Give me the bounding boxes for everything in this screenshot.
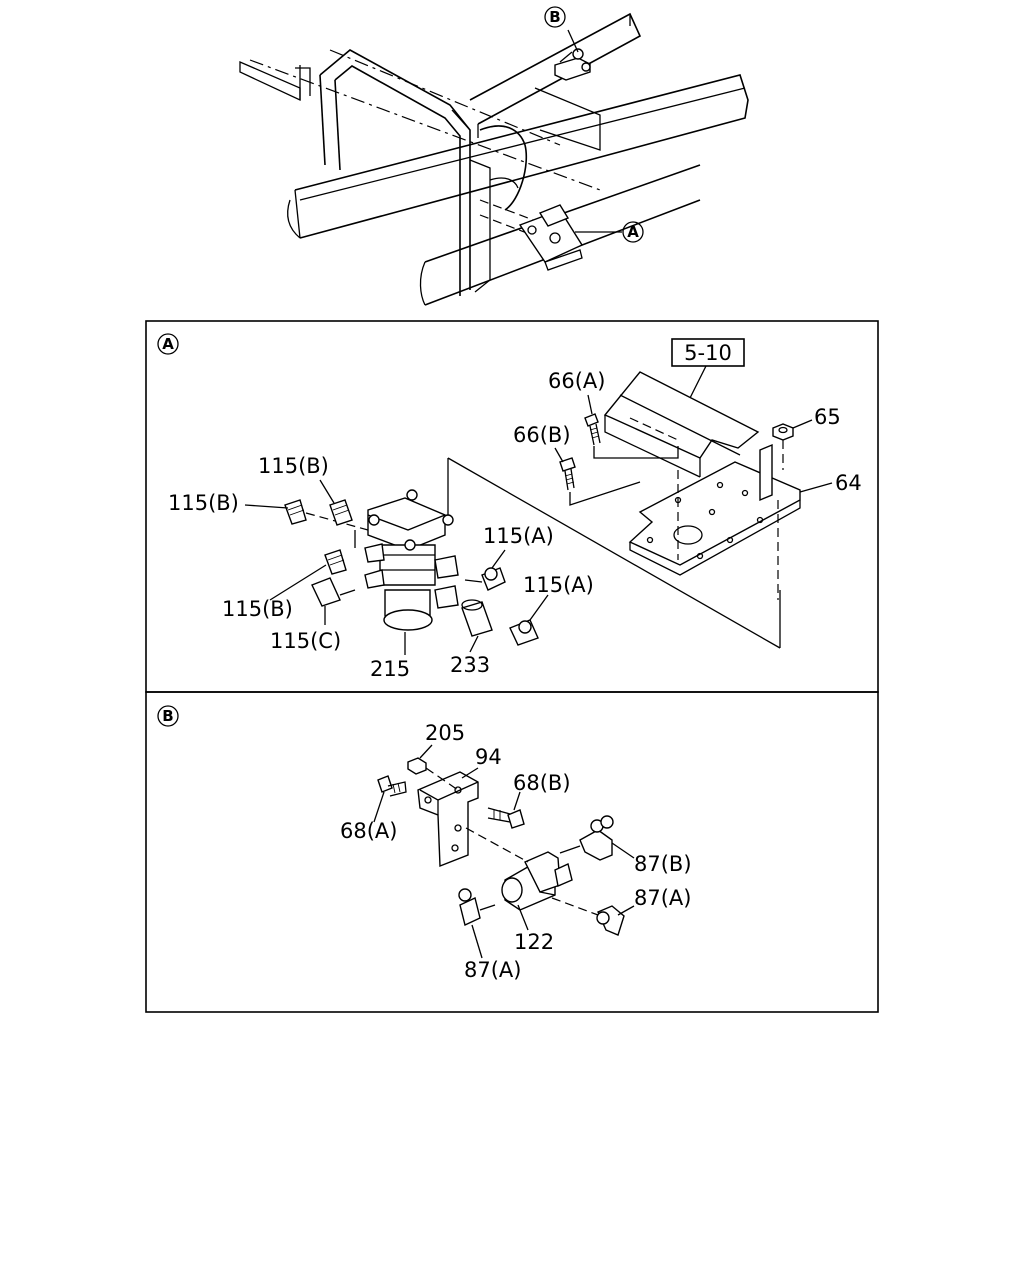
fitting-233-icon <box>461 599 493 637</box>
label-115b-lower: 115(B) <box>222 597 293 621</box>
fitting-115b-2-icon <box>329 499 353 526</box>
fitting-115b-3-icon <box>324 549 347 575</box>
svg-text:B: B <box>162 707 173 725</box>
fitting-87a-left-icon <box>458 888 496 926</box>
callout-a-top: A <box>622 221 644 243</box>
mounting-plate-64-icon <box>628 443 801 576</box>
label-215: 215 <box>370 657 410 681</box>
callout-a-panel: A <box>157 333 179 355</box>
valve-122-icon <box>501 851 573 911</box>
label-87a-left: 87(A) <box>464 958 521 982</box>
label-233: 233 <box>450 653 490 677</box>
label-65: 65 <box>814 405 841 429</box>
bolt-68a-icon <box>377 775 407 797</box>
bolt-66b-icon <box>559 457 576 491</box>
relay-valve-215-icon <box>364 489 459 631</box>
bolt-68b-icon <box>487 807 525 829</box>
label-87a-right: 87(A) <box>634 886 691 910</box>
label-87b: 87(B) <box>634 852 692 876</box>
valve-assembly-b-icon <box>554 48 591 81</box>
panel-b-frame <box>145 691 879 1013</box>
nut-65-icon <box>772 423 794 441</box>
reference-box-5-10: 5-10 <box>671 338 745 367</box>
label-115b-top: 115(B) <box>258 454 329 478</box>
label-66a: 66(A) <box>548 369 605 393</box>
fitting-87a-right-icon <box>596 905 625 936</box>
label-68a: 68(A) <box>340 819 397 843</box>
label-122: 122 <box>514 930 554 954</box>
fitting-115b-1-icon <box>284 499 307 525</box>
callout-b-panel: B <box>157 705 179 727</box>
fitting-115a-2-icon <box>509 619 539 646</box>
bracket-94-icon <box>417 771 479 868</box>
label-68b: 68(B) <box>513 771 571 795</box>
bracket-a-icon <box>518 204 584 271</box>
label-94: 94 <box>475 745 502 769</box>
channel-member-icon <box>603 371 760 478</box>
callout-b-top: B <box>544 6 566 28</box>
svg-text:B: B <box>549 8 560 26</box>
label-64: 64 <box>835 471 862 495</box>
fitting-115c-icon <box>311 577 356 607</box>
fitting-87b-icon <box>559 815 614 861</box>
svg-text:A: A <box>162 335 174 353</box>
label-66b: 66(B) <box>513 423 571 447</box>
label-115a-upper: 115(A) <box>483 524 554 548</box>
label-115a-lower: 115(A) <box>523 573 594 597</box>
label-115b-left: 115(B) <box>168 491 239 515</box>
nut-205-icon <box>407 757 427 775</box>
bolt-66a-icon <box>584 413 601 446</box>
svg-text:5-10: 5-10 <box>684 341 732 365</box>
fitting-115a-1-icon <box>464 567 506 591</box>
chassis-frame-illustration <box>239 12 749 306</box>
label-205: 205 <box>425 721 465 745</box>
svg-text:A: A <box>627 223 639 241</box>
label-115c: 115(C) <box>270 629 341 653</box>
